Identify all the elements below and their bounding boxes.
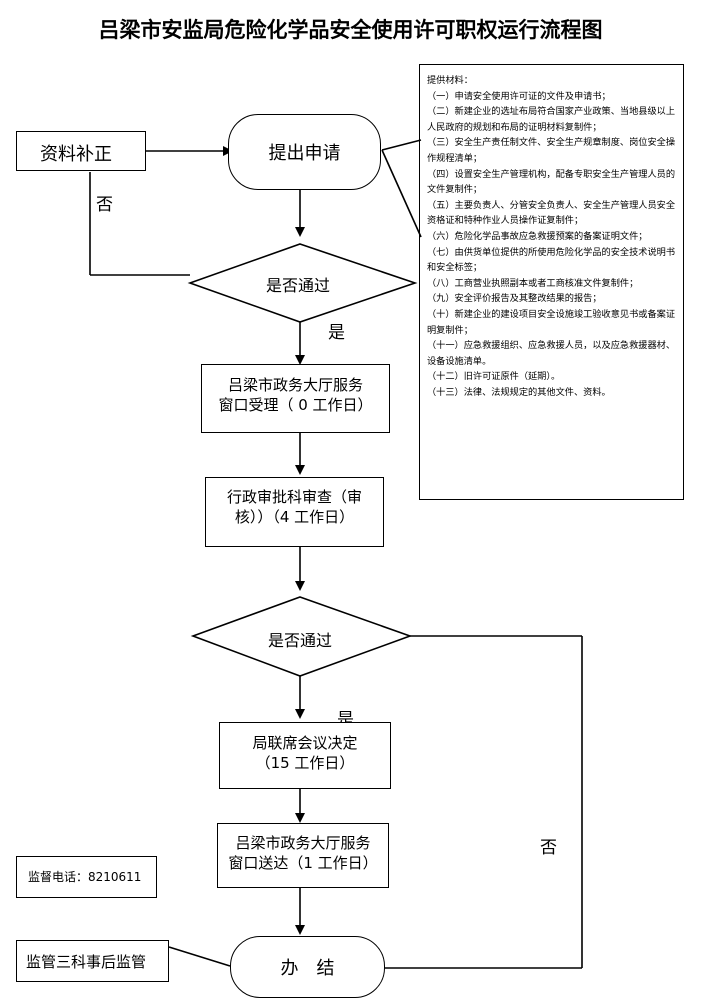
materials-item: （十）新建企业的建设项目安全设施竣工验收意见书或备案证明复制件； — [427, 308, 676, 336]
decision-line-2: （15 工作日） — [255, 754, 355, 772]
check2-label: 是否通过 — [268, 631, 333, 650]
deliver-line-1: 吕梁市政务大厅服务 — [235, 834, 371, 852]
no-label-2: 否 — [540, 838, 557, 858]
materials-item: （六）危险化学品事故应急救援预案的备案证明文件； — [427, 230, 648, 242]
materials-item: （七）由供货单位提供的所使用危险化学品的安全技术说明书和安全标签； — [427, 246, 676, 274]
accept-line-2: 窗口受理（ 0 工作日） — [218, 396, 373, 414]
submit-application: 提出申请 — [228, 114, 381, 190]
submit-label: 提出申请 — [268, 143, 341, 164]
phone-label: 监督电话：8210611 — [28, 870, 142, 884]
materials-item: （十三）法律、法规规定的其他文件、资料。 — [427, 386, 611, 398]
page-title: 吕梁市安监局危险化学品安全使用许可职权运行流程图 — [98, 18, 603, 42]
supplement-box — [16, 131, 146, 171]
accept-line-1: 吕梁市政务大厅服务 — [227, 376, 363, 394]
finish-node: 办 结 — [230, 936, 385, 998]
supplement-label: 资料补正 — [40, 144, 112, 165]
supervise-box — [16, 940, 169, 982]
yes-label-1: 是 — [328, 323, 345, 343]
materials-item: （八）工商营业执照副本或者工商核准文件复制件； — [427, 277, 639, 289]
check1-label: 是否通过 — [266, 276, 331, 295]
finish-label: 办 结 — [280, 958, 335, 979]
accept-box: 吕梁市政务大厅服务 窗口受理（ 0 工作日） — [201, 364, 390, 433]
materials-item: （二）新建企业的选址布局符合国家产业政策、当地县级以上人民政府的规划和布局的证明… — [427, 106, 676, 133]
phone-box — [16, 856, 157, 898]
decision-box: 局联席会议决定 （15 工作日） — [219, 722, 391, 789]
materials-item: （十一）应急救援组织、应急救援人员，以及应急救援器材、设备设施清单。 — [427, 340, 676, 367]
materials-item: （九）安全评价报告及其整改结果的报告； — [427, 293, 602, 305]
review-box: 行政审批科审查（审 核））（4 工作日） — [205, 477, 384, 547]
materials-item: （十二）旧许可证原件（延期）。 — [427, 371, 561, 383]
materials-item: （四）设置安全生产管理机构，配备专职安全生产管理人员的文件复制件； — [427, 168, 676, 196]
materials-item: （五）主要负责人、分管安全负责人、安全生产管理人员安全资格证和特种作业人员操作证… — [427, 199, 676, 227]
required-materials-box: 提供材料： （一）申请安全使用许可证的文件及申请书； （二）新建企业的选址布局符… — [419, 64, 684, 500]
deliver-line-2: 窗口送达（1 工作日） — [228, 854, 378, 872]
materials-heading: 提供材料： — [427, 75, 473, 86]
no-label-1: 否 — [96, 195, 113, 215]
decision-line-1: 局联席会议决定 — [252, 734, 358, 752]
review-line-2: 核））（4 工作日） — [234, 508, 355, 526]
review-line-1: 行政审批科审查（审 — [226, 488, 362, 506]
materials-item: （三）安全生产责任制文件、安全生产规章制度、岗位安全操作规程清单； — [427, 137, 676, 164]
supervise-label: 监管三科事后监管 — [26, 953, 147, 971]
materials-item: （一）申请安全使用许可证的文件及申请书； — [427, 90, 611, 102]
deliver-box: 吕梁市政务大厅服务 窗口送达（1 工作日） — [217, 823, 389, 888]
